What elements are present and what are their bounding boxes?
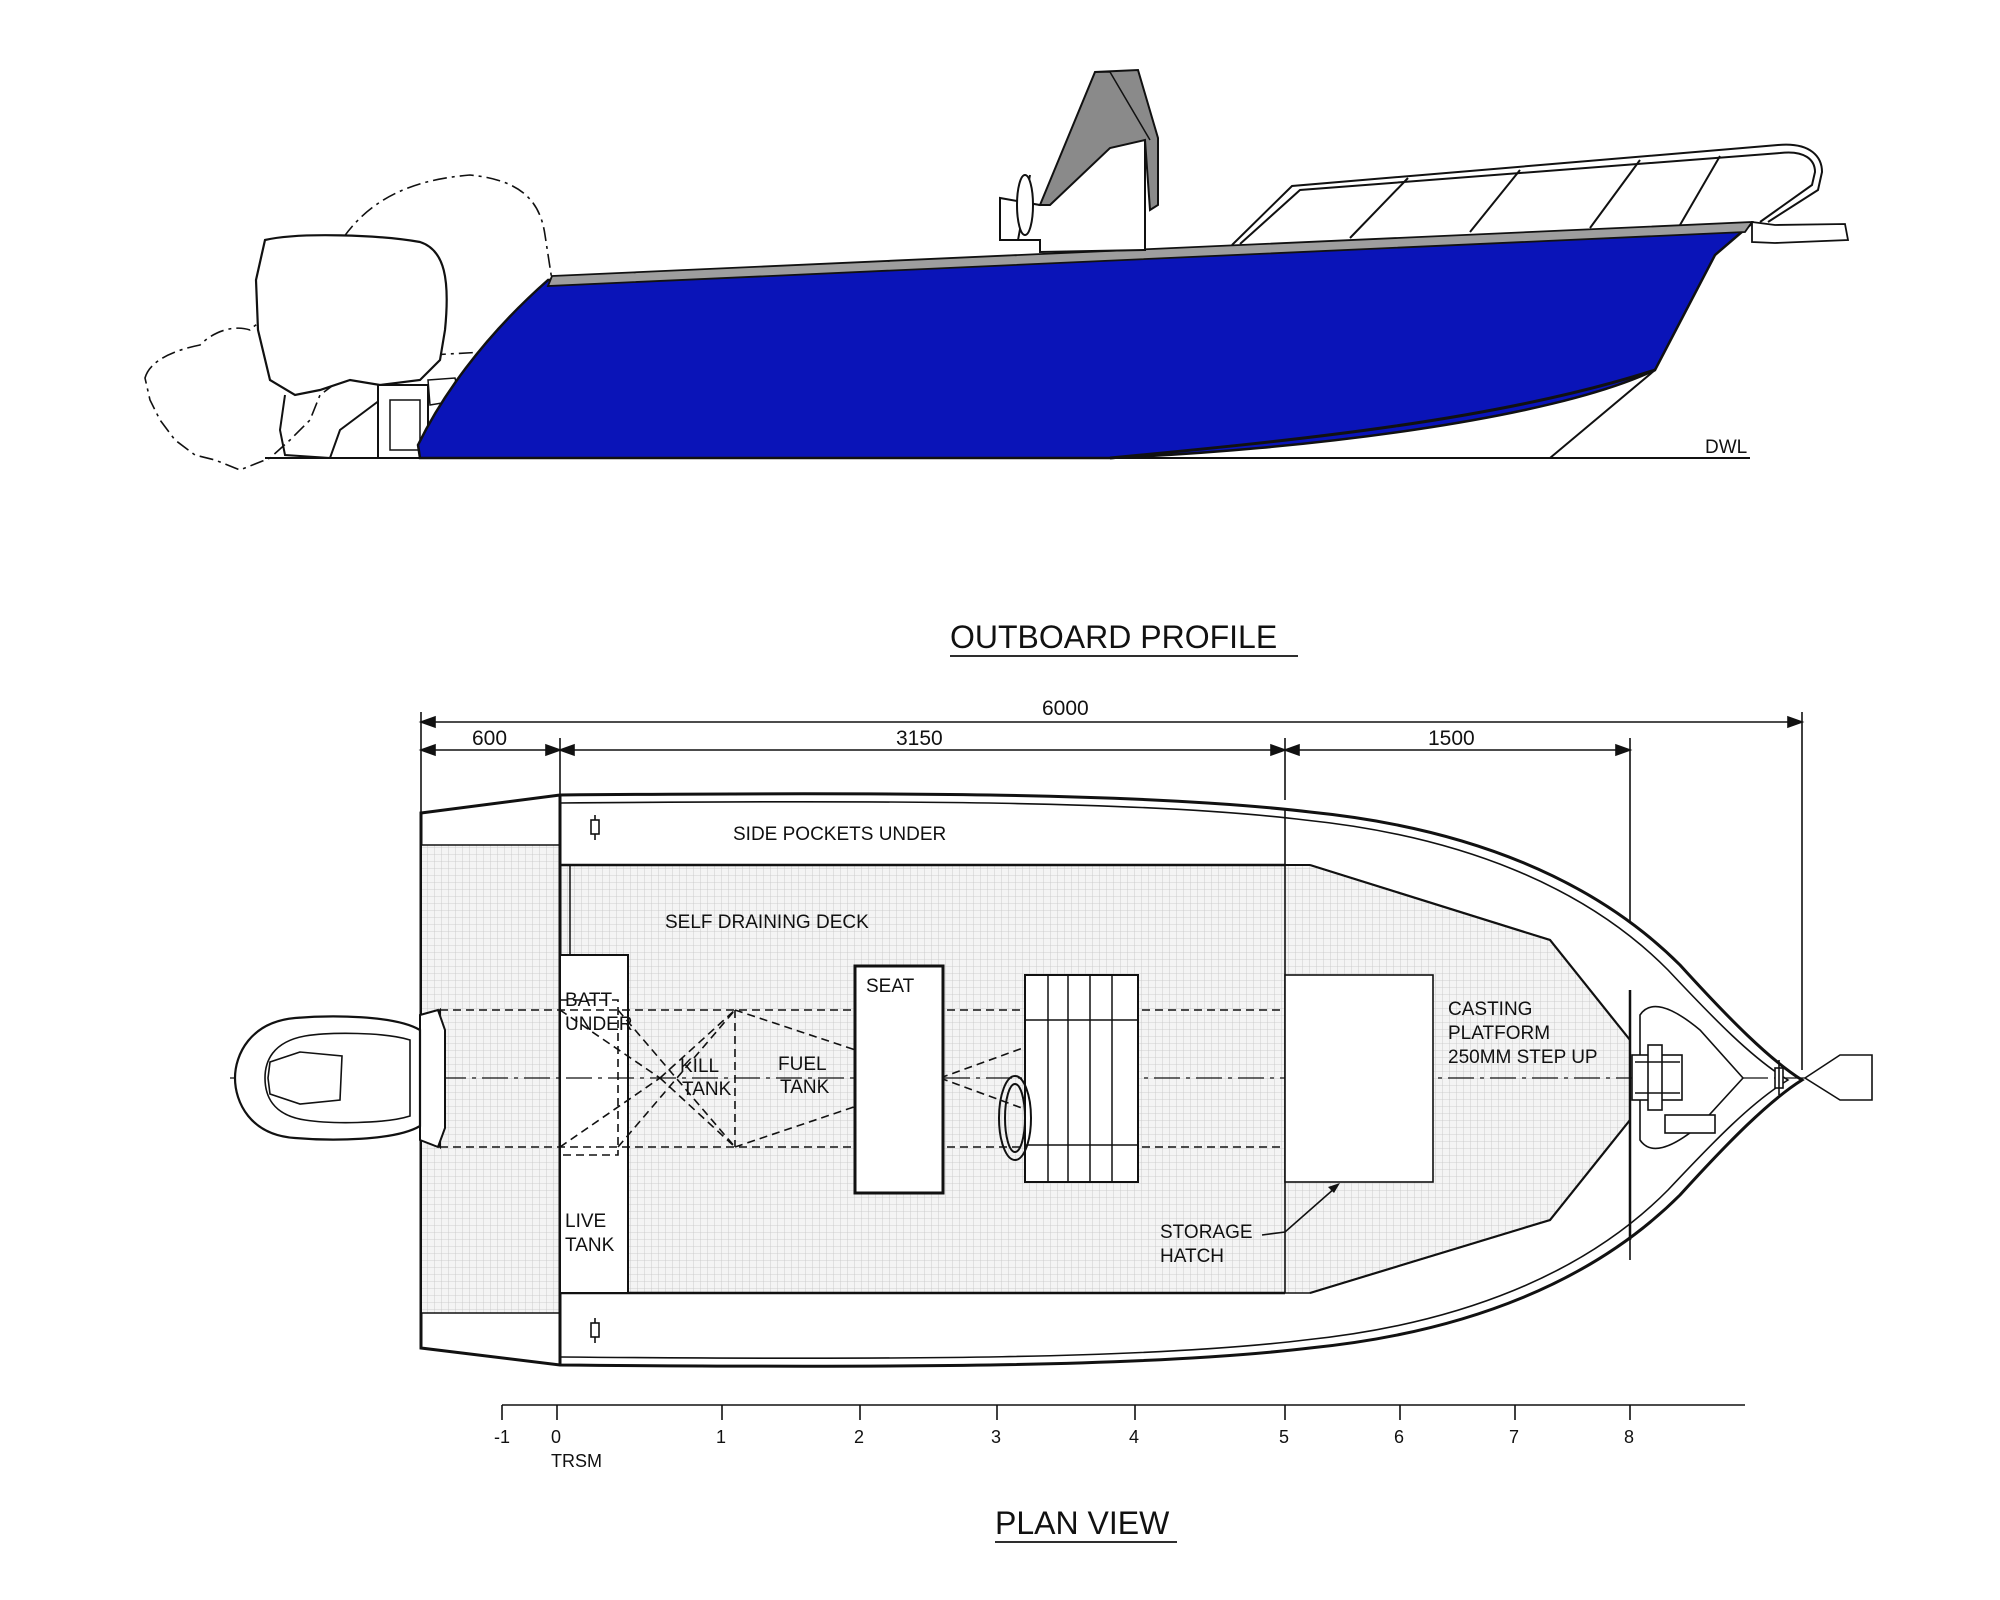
station-2: 2 — [854, 1427, 864, 1447]
center-console — [999, 68, 1159, 254]
motor-tilted-outline — [144, 314, 351, 471]
cleat-top — [590, 815, 600, 840]
transom-label: TRSM — [551, 1451, 602, 1471]
plan-view: 6000 600 3150 1500 — [230, 697, 1873, 1543]
label-live-1: LIVE — [565, 1211, 606, 1232]
label-side-pockets: SIDE POCKETS UNDER — [733, 824, 946, 845]
station-3: 3 — [991, 1427, 1001, 1447]
bow-foot — [1549, 369, 1656, 459]
label-storage-1: STORAGE — [1160, 1222, 1253, 1243]
chine-line — [1109, 368, 1656, 460]
dim-fwd: 1500 — [1428, 727, 1475, 750]
station-4: 4 — [1129, 1427, 1139, 1447]
waterline-label: DWL — [1705, 437, 1747, 458]
storage-leader — [1261, 1187, 1336, 1236]
station-8: 8 — [1624, 1427, 1634, 1447]
station-scale — [501, 1404, 1745, 1420]
seat — [853, 964, 945, 1195]
label-kill-1: KILL — [680, 1056, 719, 1077]
motor-cover-outline — [329, 174, 557, 356]
outboard-profile: DWL — [144, 68, 1850, 657]
label-batt-2: UNDER — [565, 1014, 633, 1035]
hull-inner-line — [559, 800, 1790, 1360]
profile-title: OUTBOARD PROFILE — [950, 619, 1277, 655]
label-casting-1: CASTING — [1448, 999, 1532, 1020]
label-kill-2: TANK — [682, 1079, 732, 1100]
outboard-motor — [254, 234, 461, 460]
station-0: 0 — [551, 1427, 561, 1447]
bow-rail — [1231, 143, 1824, 246]
label-casting-2: PLATFORM — [1448, 1023, 1550, 1044]
label-self-draining: SELF DRAINING DECK — [665, 912, 869, 933]
label-fuel-1: FUEL — [778, 1054, 827, 1075]
dim-mid: 3150 — [896, 727, 943, 750]
steering-wheel-plan — [998, 1075, 1032, 1161]
steering-wheel — [1016, 174, 1034, 236]
dim-overall: 6000 — [1042, 697, 1089, 720]
label-live-2: TANK — [565, 1235, 615, 1256]
dim-aft: 600 — [472, 727, 507, 750]
gunwale-strip — [546, 221, 1754, 287]
anchor-well — [1631, 1005, 1745, 1150]
station-6: 6 — [1394, 1427, 1404, 1447]
storage-hatch — [1284, 974, 1434, 1183]
label-storage-2: HATCH — [1160, 1246, 1224, 1267]
station-neg1: -1 — [494, 1427, 510, 1447]
label-batt-1: BATT — [565, 990, 613, 1011]
console-plan — [1024, 974, 1139, 1183]
label-casting-3: 250MM STEP UP — [1448, 1047, 1598, 1068]
bow-fitting — [1751, 220, 1850, 244]
station-7: 7 — [1509, 1427, 1519, 1447]
cleat-bottom — [590, 1318, 600, 1343]
label-seat: SEAT — [866, 976, 915, 997]
hull-side — [416, 223, 1754, 460]
outboard-motor-plan — [233, 1007, 446, 1150]
station-1: 1 — [716, 1427, 726, 1447]
station-5: 5 — [1279, 1427, 1289, 1447]
bow-fitting-plan — [1774, 1054, 1873, 1101]
plan-title: PLAN VIEW — [995, 1505, 1170, 1541]
label-fuel-2: TANK — [780, 1077, 830, 1098]
console-windscreen — [1038, 68, 1159, 212]
